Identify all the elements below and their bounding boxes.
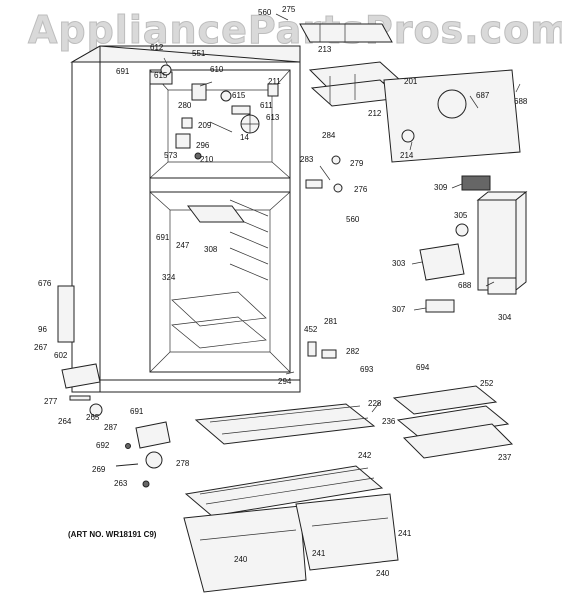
- callout-label: 324: [162, 273, 176, 282]
- callout-label: 691: [116, 67, 130, 76]
- callout-label: 688: [514, 97, 528, 106]
- callout-label: 283: [300, 155, 314, 164]
- callout-label: 240: [376, 569, 390, 578]
- callout-label: 269: [92, 465, 106, 474]
- callout-label: 241: [312, 549, 326, 558]
- cabinet-drawing: [70, 45, 301, 393]
- leader-lines: [163, 13, 521, 413]
- callout-label: 236: [382, 417, 396, 426]
- callout-label: 693: [360, 365, 374, 374]
- callout-label: 264: [58, 417, 72, 426]
- callout-label: 201: [404, 77, 418, 86]
- callout-label: 240: [234, 555, 248, 564]
- callout-label: 687: [476, 91, 490, 100]
- callout-label: 612: [150, 43, 164, 52]
- callout-label: 247: [176, 241, 190, 250]
- art-number: (ART NO. WR18191 C9): [68, 530, 157, 539]
- callout-label: 307: [392, 305, 406, 314]
- callout-label: 281: [324, 317, 338, 326]
- callout-label: 615: [154, 71, 168, 80]
- hinge-parts: [57, 155, 343, 488]
- callout-label: 551: [192, 49, 206, 58]
- callout-label: 209: [198, 121, 212, 130]
- callout-labels: 560 275 213 612 551 691 615 610 211 201 687 688 280 6…: [34, 5, 528, 578]
- callout-label: 294: [278, 377, 292, 386]
- callout-label: 241: [398, 529, 412, 538]
- callout-label: 615: [232, 91, 246, 100]
- callout-label: 692: [96, 441, 110, 450]
- callout-label: 613: [266, 113, 280, 122]
- callout-label: 303: [392, 259, 406, 268]
- callout-label: 560: [258, 8, 272, 17]
- callout-label: 277: [44, 397, 58, 406]
- watermark: AppliancePartsPros.com: [28, 8, 562, 53]
- callout-label: 212: [368, 109, 382, 118]
- callout-label: 278: [176, 459, 190, 468]
- callout-label: 308: [204, 245, 218, 254]
- callout-label: 280: [178, 101, 192, 110]
- callout-label: 452: [304, 325, 318, 334]
- callout-label: 96: [38, 325, 47, 334]
- callout-label: 242: [358, 451, 372, 460]
- callout-label: 275: [282, 5, 296, 14]
- crisper-drawers: [183, 493, 399, 593]
- callout-label: 296: [196, 141, 210, 150]
- callout-label: 213: [318, 45, 332, 54]
- callout-label: 237: [498, 453, 512, 462]
- callout-label: 573: [164, 151, 178, 160]
- callout-label: 210: [200, 155, 214, 164]
- callout-label: 267: [34, 343, 48, 352]
- callout-label: 214: [400, 151, 414, 160]
- evaporator-parts: [299, 23, 528, 313]
- callout-label: 676: [38, 279, 52, 288]
- callout-label: 279: [350, 159, 364, 168]
- callout-label: 282: [346, 347, 360, 356]
- callout-label: 602: [54, 351, 68, 360]
- callout-label: 611: [260, 101, 273, 110]
- shelf-parts: [184, 385, 514, 517]
- callout-label: 560: [346, 215, 360, 224]
- callout-label: 305: [454, 211, 468, 220]
- callout-label: 252: [480, 379, 494, 388]
- callout-label: 691: [156, 233, 170, 242]
- callout-label: 14: [240, 133, 249, 142]
- callout-label: 304: [498, 313, 512, 322]
- callout-label: 287: [104, 423, 118, 432]
- callout-label: 284: [322, 131, 336, 140]
- callout-label: 309: [434, 183, 448, 192]
- callout-label: 276: [354, 185, 368, 194]
- callout-label: 263: [114, 479, 128, 488]
- callout-label: 228: [368, 399, 382, 408]
- callout-label: 688: [458, 281, 472, 290]
- callout-label: 265: [86, 413, 100, 422]
- callout-label: 691: [130, 407, 144, 416]
- callout-label: 211: [268, 77, 281, 86]
- freezer-components: [149, 64, 279, 160]
- callout-label: 694: [416, 363, 430, 372]
- callout-label: 610: [210, 65, 224, 74]
